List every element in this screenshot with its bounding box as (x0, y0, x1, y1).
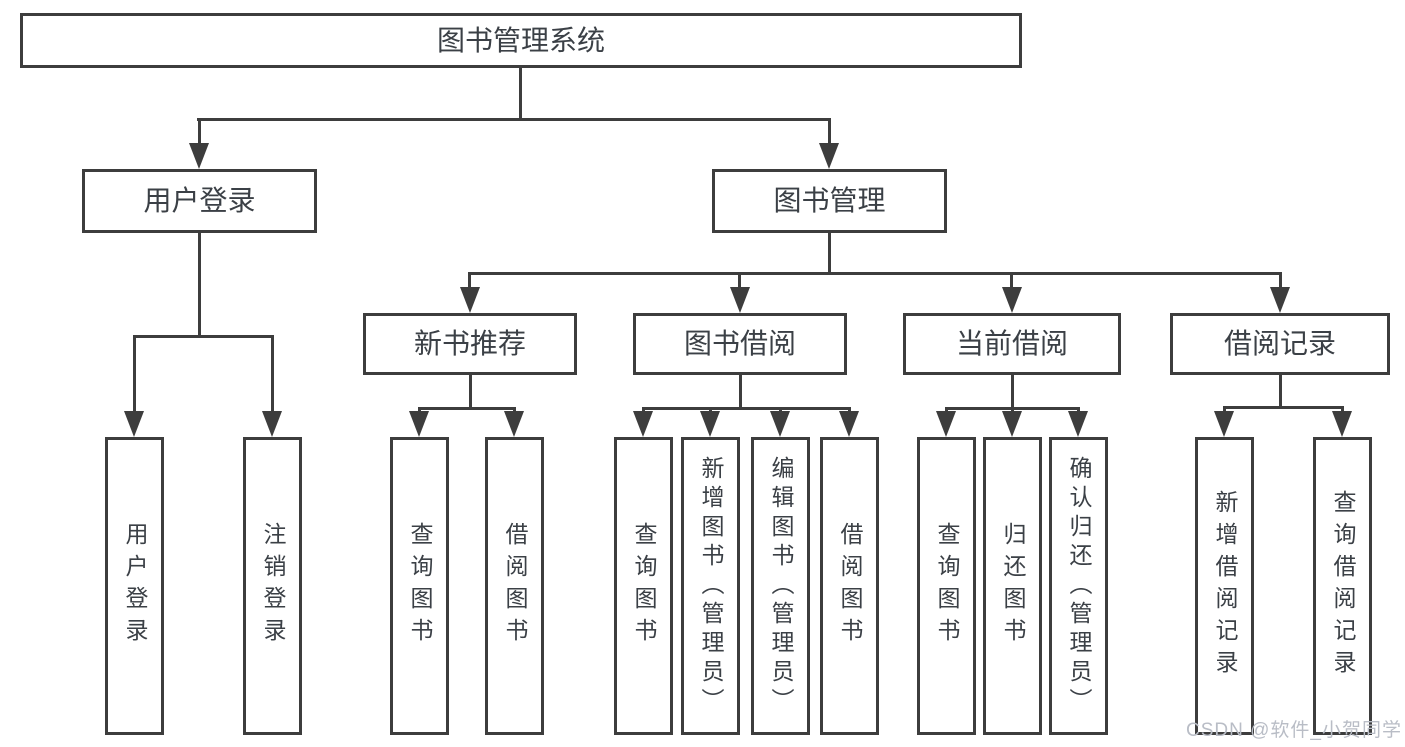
node-label: 图书借阅 (683, 328, 796, 359)
connector-branch (642, 407, 851, 410)
leaf-add-book-admin: 新增图书（管理员） (681, 437, 740, 735)
node-label: 用户登录 (143, 185, 256, 216)
connector-vline (198, 118, 201, 146)
node-label: 编辑图书（管理员） (768, 455, 794, 717)
connector-root-branch (197, 118, 831, 121)
leaf-borrow-books-recommend: 借阅图书 (485, 437, 544, 735)
connector-stem (739, 375, 742, 407)
connector-book-management-stem (828, 233, 831, 274)
node-label: 新增图书（管理员） (698, 455, 724, 717)
node-label: 归还图书 (1000, 522, 1026, 650)
node-label: 借阅图书 (502, 522, 528, 650)
node-current-borrow: 当前借阅 (903, 313, 1121, 375)
connector-book-management-branch (468, 272, 1282, 275)
connector-vline (828, 118, 831, 146)
arrowhead-down (124, 411, 144, 437)
connector-stem (1011, 375, 1014, 407)
connector-vline (738, 272, 741, 289)
connector-vline (1341, 406, 1344, 414)
connector-vline (1077, 407, 1080, 414)
node-label: 注销登录 (260, 522, 286, 650)
node-borrow-records: 借阅记录 (1170, 313, 1390, 375)
connector-vline (1279, 272, 1282, 289)
connector-vline (271, 335, 274, 415)
arrowhead-down (262, 411, 282, 437)
arrowhead-down (1068, 411, 1088, 437)
connector-vline (709, 407, 712, 414)
leaf-confirm-return-admin: 确认归还（管理员） (1049, 437, 1108, 735)
leaf-logout: 注销登录 (243, 437, 302, 735)
connector-user-login-branch (133, 335, 274, 338)
node-label: 当前借阅 (955, 328, 1068, 359)
node-label: 查询图书 (407, 522, 433, 650)
connector-user-login-stem (198, 233, 201, 335)
node-new-book-recommend: 新书推荐 (363, 313, 577, 375)
node-label: 查询图书 (631, 522, 657, 650)
leaf-query-books-recommend: 查询图书 (390, 437, 449, 735)
leaf-query-books-borrow: 查询图书 (614, 437, 673, 735)
arrowhead-down (730, 287, 750, 313)
arrowhead-down (819, 143, 839, 169)
connector-stem (1279, 375, 1282, 406)
node-label: 借阅记录 (1223, 328, 1336, 359)
node-user-login: 用户登录 (82, 169, 317, 233)
node-label: 图书管理系统 (436, 24, 605, 56)
arrowhead-down (504, 411, 524, 437)
connector-vline (848, 407, 851, 414)
leaf-query-books-current: 查询图书 (917, 437, 976, 735)
connector-branch (1223, 406, 1344, 409)
node-label: 查询图书 (934, 522, 960, 650)
arrowhead-down (189, 143, 209, 169)
node-label: 查询借阅记录 (1330, 490, 1356, 682)
node-library-system: 图书管理系统 (20, 13, 1022, 68)
node-label: 图书管理 (773, 185, 886, 216)
node-book-management: 图书管理 (712, 169, 947, 233)
node-label: 用户登录 (122, 522, 148, 650)
arrowhead-down (1002, 411, 1022, 437)
connector-vline (1011, 407, 1014, 414)
node-label: 借阅图书 (837, 522, 863, 650)
connector-vline (779, 407, 782, 414)
connector-stem (469, 375, 472, 407)
leaf-user-login: 用户登录 (105, 437, 164, 735)
arrowhead-down (936, 411, 956, 437)
arrowhead-down (770, 411, 790, 437)
leaf-edit-book-admin: 编辑图书（管理员） (751, 437, 810, 735)
connector-vline (513, 407, 516, 414)
connector-vline (133, 335, 136, 415)
arrowhead-down (1332, 411, 1352, 437)
arrowhead-down (1214, 411, 1234, 437)
connector-root-stem (519, 68, 522, 118)
node-label: 新增借阅记录 (1212, 490, 1238, 682)
connector-vline (468, 272, 471, 289)
node-label: 确认归还（管理员） (1066, 455, 1092, 717)
arrowhead-down (700, 411, 720, 437)
node-label: 新书推荐 (413, 328, 526, 359)
leaf-query-borrow-record: 查询借阅记录 (1313, 437, 1372, 735)
connector-vline (945, 407, 948, 414)
csdn-watermark: CSDN @软件_小贺同学 (1186, 720, 1402, 741)
leaf-borrow-books: 借阅图书 (820, 437, 879, 735)
arrowhead-down (460, 287, 480, 313)
connector-vline (1010, 272, 1013, 289)
connector-branch (418, 407, 516, 410)
arrowhead-down (1270, 287, 1290, 313)
connector-vline (642, 407, 645, 414)
connector-vline (418, 407, 421, 414)
arrowhead-down (1002, 287, 1022, 313)
arrowhead-down (839, 411, 859, 437)
leaf-add-borrow-record: 新增借阅记录 (1195, 437, 1254, 735)
arrowhead-down (409, 411, 429, 437)
connector-vline (1223, 406, 1226, 414)
node-book-borrow: 图书借阅 (633, 313, 847, 375)
leaf-return-book: 归还图书 (983, 437, 1042, 735)
arrowhead-down (633, 411, 653, 437)
